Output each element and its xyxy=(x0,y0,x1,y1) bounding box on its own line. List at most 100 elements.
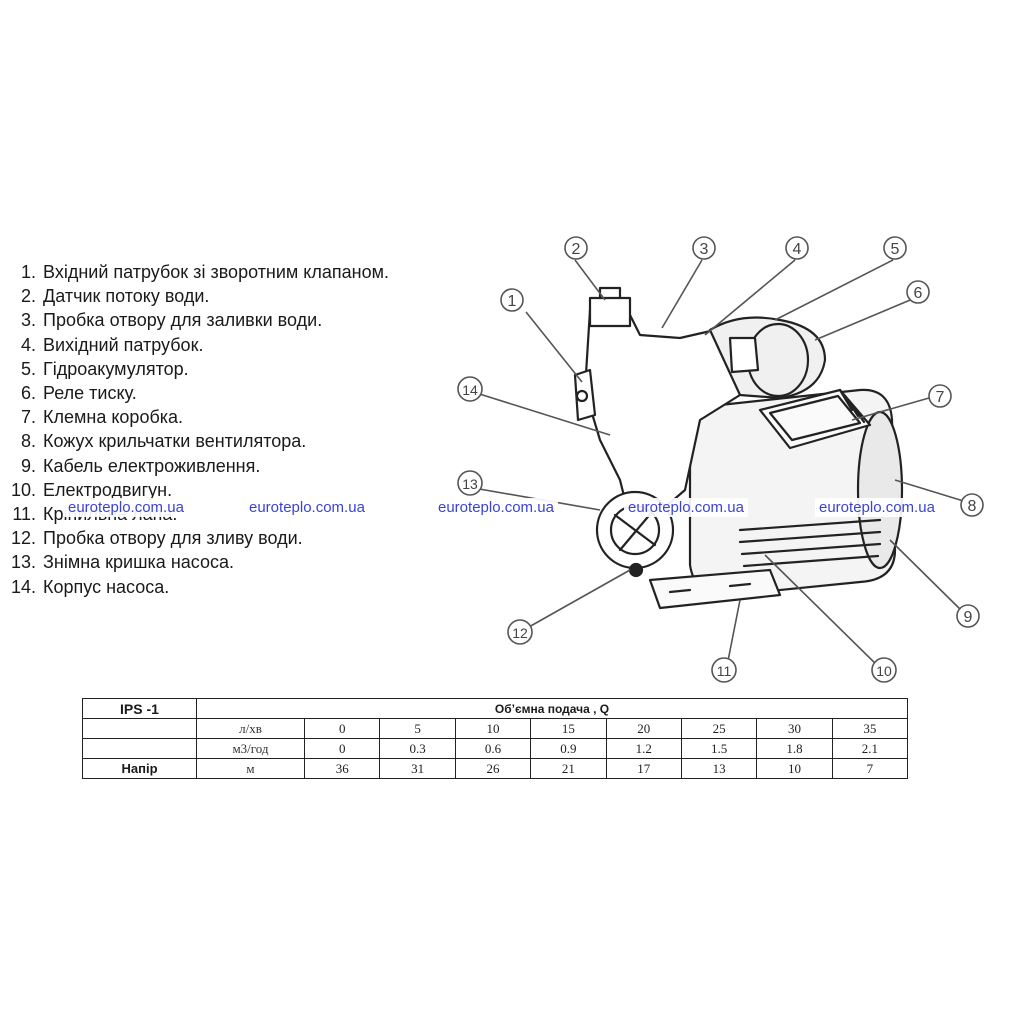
list-item: 2. Датчик потоку води. xyxy=(10,284,389,308)
row-label xyxy=(82,738,197,759)
list-item: 4. Вихідний патрубок. xyxy=(10,333,389,357)
table-cell: 0 xyxy=(303,718,381,739)
list-item-label: Знімна кришка насоса. xyxy=(43,552,234,573)
row-unit: м3/год xyxy=(196,738,305,759)
row-unit: м xyxy=(196,758,305,779)
callout-11: 11 xyxy=(711,657,737,683)
callout-3: 3 xyxy=(692,236,716,260)
svg-text:4: 4 xyxy=(793,241,802,258)
list-item-number: 11. xyxy=(12,504,36,525)
callout-13: 13 xyxy=(457,470,483,496)
svg-text:5: 5 xyxy=(891,241,900,258)
table-cell: 31 xyxy=(379,758,456,779)
list-item-label: Вхідний патрубок зі зворотним клапаном. xyxy=(43,262,389,282)
svg-text:14: 14 xyxy=(462,382,478,398)
table-cell: 17 xyxy=(605,758,682,779)
table-cell: 0.3 xyxy=(379,738,456,759)
table-cell: 1.8 xyxy=(756,738,833,759)
list-item-label: Корпус насоса. xyxy=(43,576,170,597)
list-item-number: 7. xyxy=(20,407,36,428)
svg-text:6: 6 xyxy=(914,285,923,302)
svg-text:8: 8 xyxy=(968,498,977,515)
list-item-label: Електродвигун. xyxy=(43,479,173,500)
watermark-text: euroteplo.com.ua xyxy=(815,498,939,517)
list-item-number: 9. xyxy=(20,455,36,476)
table-cell: 1.2 xyxy=(605,738,682,759)
table-cell: 25 xyxy=(680,718,758,739)
table-cell: 0.9 xyxy=(530,738,607,759)
table-cell: 1.5 xyxy=(680,738,758,759)
callout-12: 12 xyxy=(507,619,533,645)
list-item-number: 5. xyxy=(20,358,36,379)
table-header-row: IPS -1 Об’ємна подача , Q xyxy=(82,698,908,719)
list-item: 3. Пробка отвору для заливки води. xyxy=(10,308,389,332)
table-cell: 20 xyxy=(605,718,682,739)
table-cell: 2.1 xyxy=(831,738,909,759)
list-item-number: 3. xyxy=(20,310,36,331)
svg-text:10: 10 xyxy=(876,663,892,679)
table-cell: 7 xyxy=(831,758,909,779)
watermark-row: euroteplo.com.ua euroteplo.com.ua eurote… xyxy=(0,498,1024,522)
drain-plug xyxy=(628,562,644,578)
watermark-text: euroteplo.com.ua xyxy=(64,498,188,517)
list-item-label: Кабель електроживлення. xyxy=(43,455,261,476)
list-item-number: 13. xyxy=(10,552,36,573)
parts-list: 1. Вхідний патрубок зі зворотним клапано… xyxy=(10,260,389,599)
table-cell: 15 xyxy=(530,718,607,739)
list-item-number: 2. xyxy=(20,286,36,307)
table-cell: 0 xyxy=(303,738,381,759)
svg-text:7: 7 xyxy=(936,389,945,406)
list-item-label: Датчик потоку води. xyxy=(43,286,210,307)
svg-text:11: 11 xyxy=(717,663,732,679)
table-cell: 13 xyxy=(680,758,758,779)
list-item-number: 8. xyxy=(20,431,36,452)
table-cell: 0.6 xyxy=(454,738,532,759)
model-cell: IPS -1 xyxy=(82,698,197,719)
svg-text:9: 9 xyxy=(964,609,973,626)
watermark-text: euroteplo.com.ua xyxy=(434,498,558,517)
table-cell: 21 xyxy=(530,758,607,779)
svg-text:13: 13 xyxy=(462,476,478,492)
svg-text:3: 3 xyxy=(700,241,709,258)
table-cell: 36 xyxy=(303,758,381,779)
table-cell: 30 xyxy=(756,718,833,739)
list-item-number: 6. xyxy=(20,383,36,404)
list-item: 13. Знімна кришка насоса. xyxy=(10,550,389,574)
list-item: 8. Кожух крильчатки вентилятора. xyxy=(10,429,389,453)
row-label xyxy=(82,718,197,739)
list-item: 6. Реле тиску. xyxy=(10,381,389,405)
watermark-text: euroteplo.com.ua xyxy=(245,498,369,517)
svg-text:2: 2 xyxy=(572,241,581,258)
watermark-text: euroteplo.com.ua xyxy=(624,498,748,517)
table-cell: 35 xyxy=(831,718,909,739)
list-item-label: Вихідний патрубок. xyxy=(43,334,204,355)
callout-7: 7 xyxy=(928,384,952,408)
list-item: 12. Пробка отвору для зливу води. xyxy=(10,526,389,550)
list-item-label: Гідроакумулятор. xyxy=(43,358,189,379)
list-item: 9. Кабель електроживлення. xyxy=(10,454,389,478)
flow-sensor xyxy=(588,296,632,328)
table-cell: 10 xyxy=(756,758,833,779)
outlet-port xyxy=(728,336,760,374)
row-label: Напір xyxy=(82,758,197,779)
callout-5: 5 xyxy=(883,236,907,260)
table-cell: 5 xyxy=(379,718,456,739)
list-item: 7. Клемна коробка. xyxy=(10,405,389,429)
flow-header: Об’ємна подача , Q xyxy=(196,698,908,719)
callout-1: 1 xyxy=(500,288,524,312)
list-item-label: Реле тиску. xyxy=(43,383,137,404)
list-item-number: 14. xyxy=(10,576,36,597)
list-item-number: 1. xyxy=(20,262,36,282)
list-item-number: 4. xyxy=(20,334,36,355)
table-cell: 10 xyxy=(454,718,532,739)
row-unit: л/хв xyxy=(196,718,305,739)
list-item-label: Пробка отвору для зливу води. xyxy=(43,528,303,549)
list-item: 10. Електродвигун. xyxy=(10,478,389,502)
list-item-label: Кожух крильчатки вентилятора. xyxy=(43,431,307,452)
list-item: 14. Корпус насоса. xyxy=(10,575,389,599)
callout-9: 9 xyxy=(956,604,980,628)
